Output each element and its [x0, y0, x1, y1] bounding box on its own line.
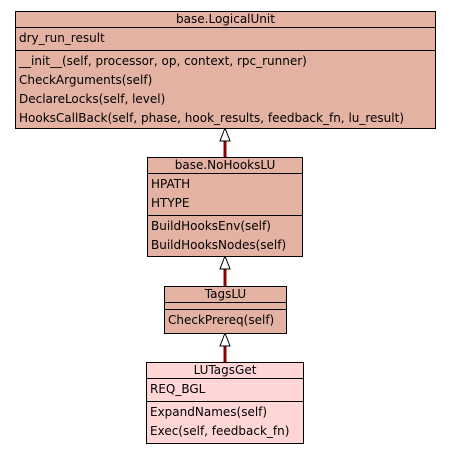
class-no-hooks-lu: base.NoHooksLU HPATH HTYPE BuildHooksEnv… [147, 157, 303, 257]
attributes-section: HPATH HTYPE [148, 174, 302, 216]
method: Exec(self, feedback_fn) [150, 424, 290, 438]
class-name: base.NoHooksLU [148, 158, 302, 174]
class-name: TagsLU [165, 287, 286, 303]
method: HooksCallBack(self, phase, hook_results,… [19, 111, 405, 125]
method: CheckPrereq(self) [168, 313, 275, 327]
class-tags-lu: TagsLU CheckPrereq(self) [164, 286, 287, 334]
methods-section: BuildHooksEnv(self) BuildHooksNodes(self… [148, 216, 302, 257]
attribute: dry_run_result [19, 31, 105, 45]
attributes-section: REQ_BGL [147, 379, 303, 402]
method: __init__(self, processor, op, context, r… [19, 54, 307, 68]
class-name: LUTagsGet [147, 363, 303, 379]
attribute: HPATH [151, 177, 191, 191]
method: BuildHooksNodes(self) [151, 238, 287, 252]
attributes-section [165, 303, 286, 310]
method: ExpandNames(self) [150, 405, 268, 419]
methods-section: ExpandNames(self) Exec(self, feedback_fn… [147, 402, 303, 443]
class-lu-tags-get: LUTagsGet REQ_BGL ExpandNames(self) Exec… [146, 362, 304, 444]
method: BuildHooksEnv(self) [151, 219, 271, 233]
arrowhead-tagslu [219, 331, 231, 347]
methods-section: CheckPrereq(self) [165, 310, 286, 332]
arrowhead-nohookslu [219, 254, 231, 270]
attributes-section: dry_run_result [16, 28, 435, 51]
methods-section: __init__(self, processor, op, context, r… [16, 51, 435, 130]
class-logical-unit: base.LogicalUnit dry_run_result __init__… [15, 11, 436, 129]
attribute: REQ_BGL [150, 382, 206, 396]
attribute: HTYPE [151, 196, 190, 210]
method: DeclareLocks(self, level) [19, 92, 166, 106]
method: CheckArguments(self) [19, 73, 153, 87]
class-name: base.LogicalUnit [16, 12, 435, 28]
arrowhead-logicalunit [219, 126, 231, 142]
